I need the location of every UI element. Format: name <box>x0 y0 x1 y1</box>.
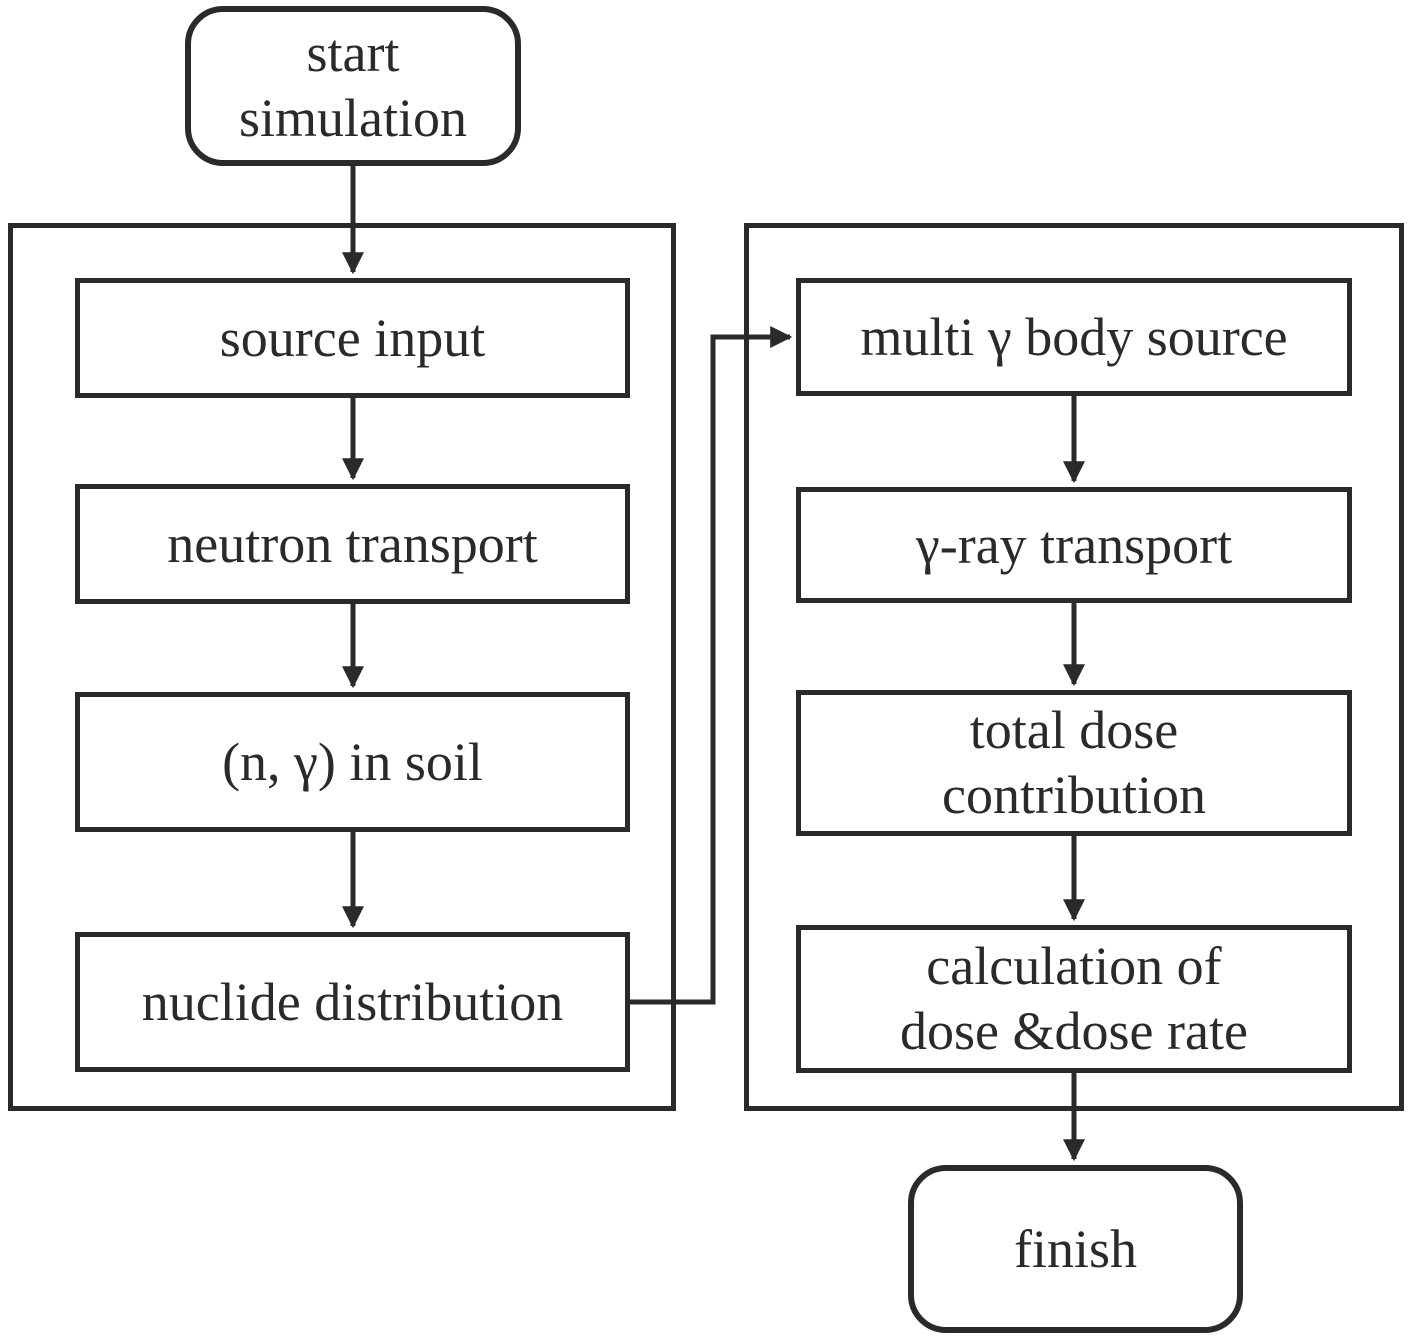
node-source-input: source input <box>75 278 630 398</box>
node-start-simulation-label: start simulation <box>239 23 467 148</box>
node-nuclide-distribution-label: nuclide distribution <box>141 971 564 1032</box>
node-total-dose-contribution: total dose contribution <box>796 690 1352 836</box>
node-multi-gamma-body-source-label: multi γ body source <box>860 306 1288 367</box>
node-gamma-ray-transport: γ-ray transport <box>796 487 1352 603</box>
node-neutron-transport-label: neutron transport <box>167 513 538 574</box>
node-source-input-label: source input <box>219 307 486 368</box>
node-n-gamma-in-soil: (n, γ) in soil <box>75 692 630 832</box>
node-neutron-transport: neutron transport <box>75 484 630 604</box>
node-multi-gamma-body-source: multi γ body source <box>796 278 1352 396</box>
node-finish-label: finish <box>1013 1218 1137 1279</box>
node-nuclide-distribution: nuclide distribution <box>75 932 630 1072</box>
node-total-dose-contribution-label: total dose contribution <box>942 700 1206 825</box>
node-calculation-of-dose-and-dose-rate-label: calculation of dose &dose rate <box>900 936 1248 1061</box>
node-n-gamma-in-soil-label: (n, γ) in soil <box>222 731 483 792</box>
node-gamma-ray-transport-label: γ-ray transport <box>915 514 1233 575</box>
node-calculation-of-dose-and-dose-rate: calculation of dose &dose rate <box>796 925 1352 1073</box>
node-finish: finish <box>908 1165 1243 1333</box>
node-start-simulation: start simulation <box>185 6 521 166</box>
